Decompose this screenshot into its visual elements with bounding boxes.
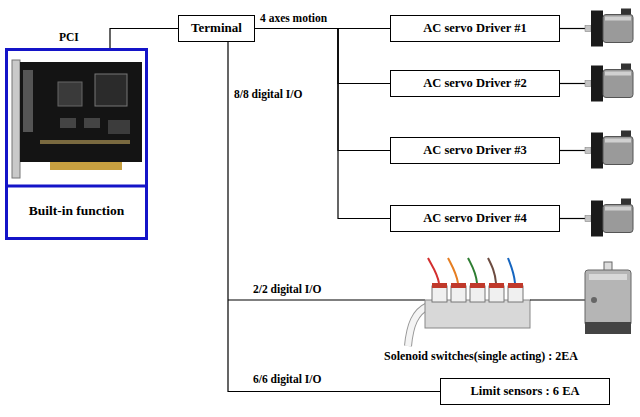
servo-motor	[585, 199, 633, 237]
card-bracket	[12, 60, 20, 178]
valve-wire	[428, 258, 439, 283]
box-text: AC servo Driver #3	[423, 143, 527, 157]
driver-box: AC servo Driver #1	[390, 15, 560, 42]
motor-wire	[560, 83, 585, 84]
card-divider	[5, 185, 148, 188]
valve	[508, 286, 523, 302]
card-board	[20, 62, 142, 162]
valve-wire	[508, 258, 515, 283]
valve-coil	[451, 283, 466, 288]
box-text: AC servo Driver #2	[423, 76, 527, 90]
cylinder-highlight	[589, 274, 627, 280]
servo-motor	[585, 131, 633, 169]
card-fingers	[50, 162, 122, 170]
cylinder-body	[585, 270, 631, 326]
pneumatic-cylinder-image	[585, 262, 631, 334]
connection-label: 4 axes motion	[259, 12, 328, 25]
motor-wire	[560, 150, 585, 151]
signal-line	[255, 29, 390, 84]
motor-wire	[560, 218, 585, 219]
card-chip	[84, 118, 100, 128]
signal-line	[255, 29, 390, 219]
driver-box: AC servo Driver #3	[390, 137, 560, 164]
valve-wire	[448, 258, 458, 283]
box-text: Limit sensors : 6 EA	[470, 384, 579, 398]
signal-line	[110, 29, 178, 49]
card-trace	[40, 140, 130, 144]
box-text: Terminal	[191, 21, 242, 36]
servo-motor	[585, 64, 633, 102]
card-connector	[23, 70, 33, 132]
valve-coil	[508, 283, 523, 288]
valve-wire	[468, 258, 477, 283]
card-chip	[60, 118, 76, 128]
valve-manifold	[425, 300, 530, 328]
card-frame: Built-in function	[5, 48, 148, 240]
box-text: AC servo Driver #1	[423, 21, 527, 35]
valve	[470, 286, 485, 302]
valve-coil	[489, 283, 504, 288]
card-chip	[58, 82, 82, 106]
air-line	[530, 299, 585, 300]
part-caption: Solenoid switches(single acting) : 2EA	[383, 350, 579, 364]
servo-motors	[560, 9, 633, 237]
terminal-box: Terminal	[178, 15, 255, 42]
motor-wire	[560, 28, 585, 29]
driver-box: AC servo Driver #4	[390, 205, 560, 232]
card-chip	[95, 74, 127, 106]
card-chip	[108, 120, 130, 134]
box-text: AC servo Driver #4	[423, 211, 527, 225]
solenoid-valve-image	[408, 258, 530, 346]
valve	[451, 286, 466, 302]
signal-label: 8/8 digital I/O	[233, 88, 303, 101]
signal-label: 2/2 digital I/O	[252, 283, 322, 296]
cylinder-cap	[585, 322, 631, 334]
io-wire	[228, 299, 425, 300]
pci-card-image	[12, 60, 142, 178]
driver-box: AC servo Driver #2	[390, 70, 560, 97]
box-text: Built-in function	[29, 203, 125, 219]
valve	[489, 286, 504, 302]
servo-motor	[585, 9, 633, 47]
valve-wire	[488, 258, 496, 283]
connection-label: PCI	[58, 31, 80, 44]
cylinder-port	[591, 297, 597, 303]
valve	[432, 286, 447, 302]
valve-coil	[470, 283, 485, 288]
sensor-box: Limit sensors : 6 EA	[440, 378, 610, 405]
connection-label: 6/6 digital I/O	[252, 373, 322, 386]
valve-coil	[432, 283, 447, 288]
